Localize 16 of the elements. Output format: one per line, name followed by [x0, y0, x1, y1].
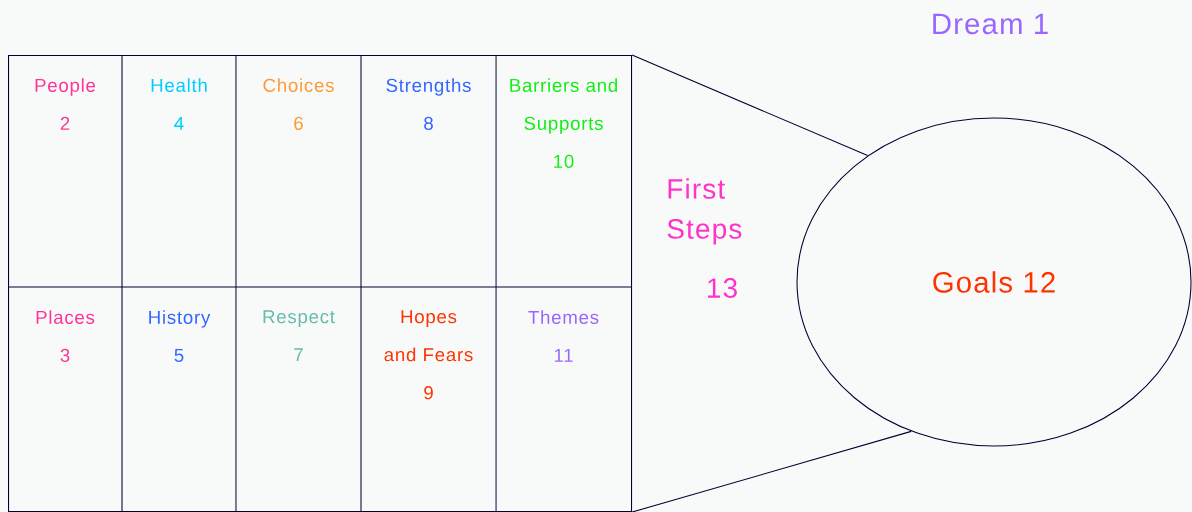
title: Dream 1: [933, 13, 1048, 35]
funnel-line: [631, 54, 869, 157]
cell-text: Strengths 8: [386, 78, 471, 130]
cell-text: Health 4: [151, 78, 207, 130]
cell-text: Hopes and Fears 9: [384, 310, 473, 400]
step-label: 13: [708, 278, 737, 298]
funnel-line: [631, 430, 912, 512]
grid-box: [8, 55, 633, 512]
cell-text: Themes 11: [528, 310, 599, 362]
cell-text: Barriers and Supports 10: [510, 78, 617, 168]
step-label: First Steps: [667, 178, 742, 245]
cell-text: History 5: [149, 310, 211, 362]
cell-text: People 2: [35, 78, 96, 130]
cell-text: Respect 7: [263, 310, 335, 362]
cell-text: Places 3: [36, 310, 95, 362]
cell-text: Choices 6: [263, 78, 334, 130]
